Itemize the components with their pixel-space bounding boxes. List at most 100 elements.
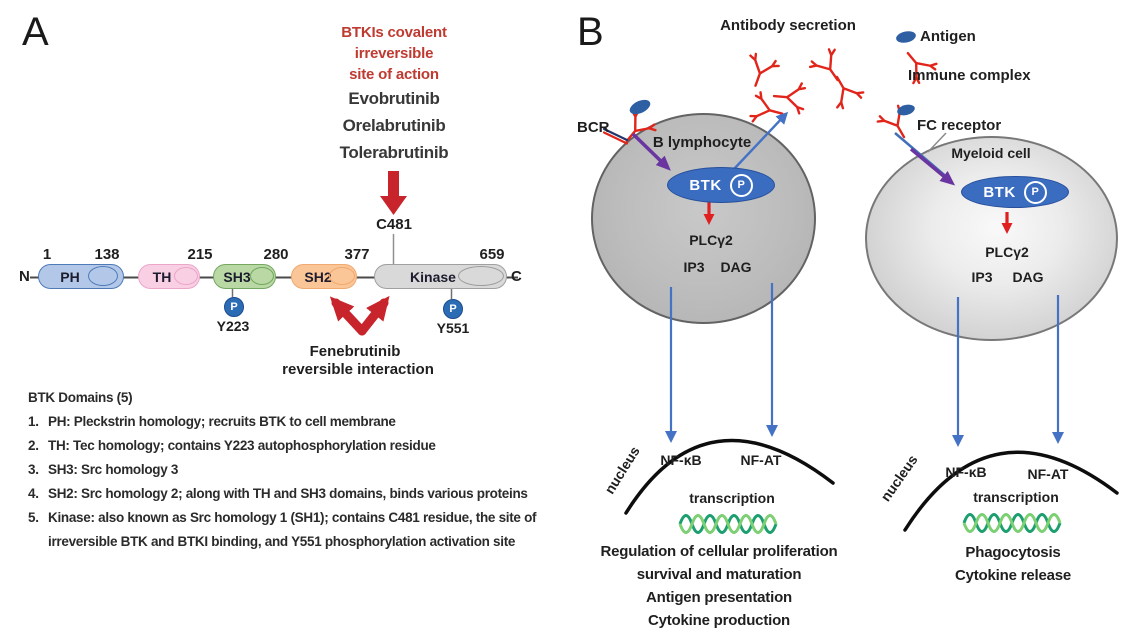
list-item-number: 5. <box>28 510 39 525</box>
domain-ellipse-accent <box>458 266 504 286</box>
antibody-secretion-label: Antibody secretion <box>720 17 856 34</box>
immune-complex-antigen-icon <box>897 104 915 116</box>
drug-name: Orelabrutinib <box>342 116 446 135</box>
immune-complex-label: Immune complex <box>908 67 1031 84</box>
antibody-icon <box>740 51 782 93</box>
list-item-number: 4. <box>28 486 39 501</box>
nfat-label-myeloid: NF-AT <box>1027 466 1069 482</box>
bcr-antibody-icon <box>614 107 659 152</box>
covalent-site-arrow <box>380 171 407 215</box>
list-item-text: SH2: Src homology 2; along with TH and S… <box>48 486 528 501</box>
list-item-text: TH: Tec homology; contains Y223 autophos… <box>48 438 436 453</box>
list-item-text: SH3: Src homology 3 <box>48 462 179 477</box>
btk-node-bcell: BTK P <box>667 167 775 203</box>
plc-label-bcell: PLCγ2 <box>689 232 733 248</box>
bcr-label: BCR <box>577 119 610 136</box>
btk-label: BTK <box>689 176 722 194</box>
fc-signal-arrow <box>909 147 956 186</box>
plc-label-myeloid: PLCγ2 <box>985 244 1029 260</box>
list-item-number: 1. <box>28 414 39 429</box>
covalent-heading-line: BTKIs covalent <box>341 24 447 41</box>
phospho-ring: P <box>1023 180 1047 204</box>
drug-name: Evobrutinib <box>348 89 440 108</box>
phospho-ring: P <box>729 173 753 197</box>
antigen-icon <box>896 31 916 43</box>
reversible-arrow-right <box>357 295 390 336</box>
covalent-annotation: BTKIs covalent irreversible site of acti… <box>304 22 484 166</box>
btk-node-myeloid: BTK P <box>961 176 1069 208</box>
outcome-line: survival and maturation <box>636 566 802 583</box>
myeloid-outcomes: Phagocytosis Cytokine release <box>888 541 1138 587</box>
reversible-arrow-left <box>329 296 367 336</box>
outcome-line: Cytokine production <box>647 612 791 629</box>
b-lymphocyte-label: B lymphocyte <box>652 134 752 151</box>
nfkb-label-myeloid: NF-κB <box>945 464 987 480</box>
y551-label: Y551 <box>436 320 470 336</box>
transcription-label-bcell: transcription <box>689 490 775 506</box>
ip3-label-bcell: IP3 <box>683 259 705 275</box>
outcome-line: Cytokine release <box>954 567 1072 584</box>
list-item-text: Kinase: also known as Src homology 1 (SH… <box>48 510 537 549</box>
domain-ellipse-accent <box>250 267 274 285</box>
covalent-heading-line: irreversible <box>354 45 434 62</box>
list-item-number: 3. <box>28 462 39 477</box>
antibody-icon <box>822 68 867 112</box>
panel-a-label: A <box>22 10 49 54</box>
outcome-line: Antigen presentation <box>645 589 792 606</box>
boundary-number: 215 <box>187 246 213 263</box>
fc-receptor-label: FC receptor <box>917 117 1002 134</box>
domain-ellipse-accent <box>329 267 355 285</box>
outcome-line: Phagocytosis <box>965 544 1061 561</box>
bcr-signal-arrow <box>631 132 671 171</box>
nucleus-arc-myeloid <box>903 450 1119 532</box>
bcr-stem-line <box>602 127 629 142</box>
panel-b-label: B <box>577 10 604 54</box>
list-item: 1. PH: Pleckstrin homology; recruits BTK… <box>28 410 576 434</box>
antibody-icon <box>771 79 807 115</box>
antibody-icon <box>806 45 852 90</box>
reversible-interaction-label: reversible interaction <box>282 361 434 378</box>
n-terminus-label: N <box>19 268 30 285</box>
ip3-label-myeloid: IP3 <box>971 269 993 285</box>
phospho-badge-y223: P <box>224 297 244 317</box>
btk-domains-title: BTK Domains (5) <box>28 390 133 405</box>
c-terminus-label: C <box>511 268 522 285</box>
myeloid-cell-label: Myeloid cell <box>951 145 1031 161</box>
transcription-label-myeloid: transcription <box>973 489 1059 505</box>
outcome-line: Regulation of cellular proliferation <box>600 543 838 560</box>
list-item-text: PH: Pleckstrin homology; recruits BTK to… <box>48 414 396 429</box>
bcell-outcomes: Regulation of cellular proliferation sur… <box>594 540 844 632</box>
list-item: 3. SH3: Src homology 3 <box>28 458 576 482</box>
y223-label: Y223 <box>216 318 250 334</box>
phospho-badge-y551: P <box>443 299 463 319</box>
dag-label-bcell: DAG <box>720 259 752 275</box>
domain-ellipse-accent <box>88 266 118 286</box>
antigen-legend-label: Antigen <box>920 28 976 45</box>
dna-helix-icon <box>678 514 778 534</box>
drug-name: Tolerabrutinib <box>339 143 449 162</box>
btk-label: BTK <box>983 183 1016 201</box>
fc-receptor-pointer-line <box>927 132 947 153</box>
domain-ellipse-accent <box>174 267 198 285</box>
dag-label-myeloid: DAG <box>1012 269 1044 285</box>
list-item: 2. TH: Tec homology; contains Y223 autop… <box>28 434 576 458</box>
list-item: 5. Kinase: also known as Src homology 1 … <box>28 506 576 554</box>
boundary-number: 280 <box>263 246 289 263</box>
fenebrutinib-label: Fenebrutinib <box>309 343 401 360</box>
list-item-number: 2. <box>28 438 39 453</box>
boundary-number: 377 <box>344 246 370 263</box>
nfkb-label-bcell: NF-κB <box>660 452 702 468</box>
c481-label: C481 <box>376 216 412 233</box>
boundary-number: 1 <box>42 246 52 263</box>
covalent-heading-line: site of action <box>349 66 439 83</box>
bcr-antigen-icon <box>629 99 651 115</box>
boundary-number: 138 <box>94 246 120 263</box>
bcr-stem-line <box>602 131 629 145</box>
antibody-secretion-arrow <box>733 111 789 170</box>
boundary-number: 659 <box>479 246 505 263</box>
list-item: 4. SH2: Src homology 2; along with TH an… <box>28 482 576 506</box>
nfat-label-bcell: NF-AT <box>740 452 782 468</box>
myeloid-cell <box>865 136 1118 341</box>
